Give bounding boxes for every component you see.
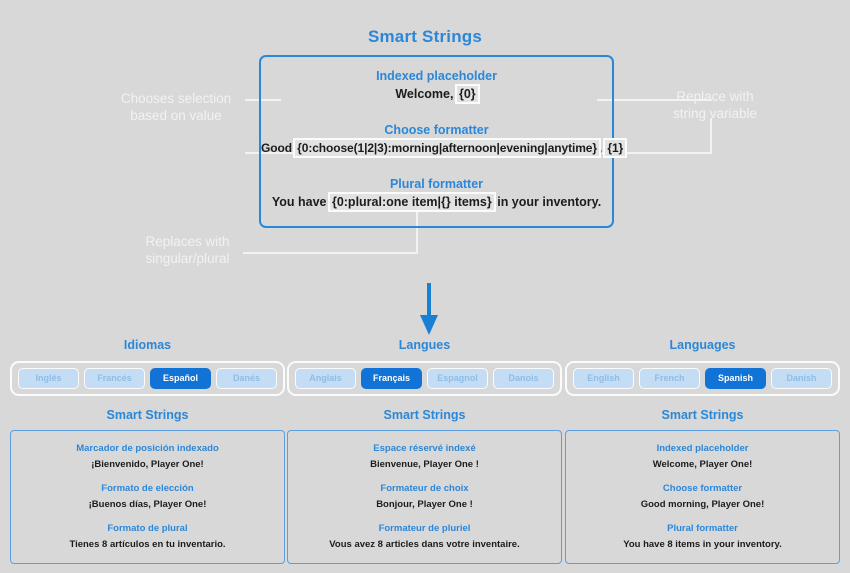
demo-row-indexed-placeholder: Indexed placeholder Welcome, {0} (261, 69, 612, 104)
demo-string-choose-formatter: Good {0:choose(1|2|3):morning|afternoon|… (261, 138, 628, 158)
connector-right-top (597, 99, 712, 101)
smart-strings-demo-box: Indexed placeholder Welcome, {0} Choose … (259, 55, 628, 228)
language-pill-fr-1[interactable]: Français (361, 368, 422, 389)
result-block-es-2: Formato de plural Tienes 8 artículos en … (21, 523, 274, 550)
result-label-en-2: Plural formatter (667, 523, 738, 534)
result-label-en-1: Choose formatter (662, 483, 743, 494)
result-value-fr-0: Bienvenue, Player One ! (370, 459, 479, 470)
result-label-fr-0: Espace réservé indexé (373, 443, 476, 454)
connector-left-top-2 (245, 152, 295, 154)
result-block-fr-1: Formateur de choix Bonjour, Player One ! (298, 483, 551, 510)
demo-prefix-indexed: Welcome, (395, 87, 457, 101)
locale-heading-es: Idiomas (123, 338, 172, 352)
result-card-fr: Espace réservé indexé Bienvenue, Player … (287, 430, 562, 564)
result-value-fr-2: Vous avez 8 articles dans votre inventai… (329, 539, 520, 550)
demo-label-indexed-placeholder: Indexed placeholder (376, 69, 497, 83)
locale-panel-en: Languages English French Spanish Danish (565, 338, 840, 396)
demo-label-choose-formatter: Choose formatter (384, 123, 489, 137)
result-block-en-0: Indexed placeholder Welcome, Player One! (576, 443, 829, 470)
locale-panel-fr: Langues Anglais Français Espagnol Danois (287, 338, 562, 396)
demo-row-plural-formatter: Plural formatter You have {0:plural:one … (261, 177, 612, 212)
result-label-fr-2: Formateur de pluriel (378, 523, 471, 534)
result-value-es-1: ¡Buenos días, Player One! (88, 499, 207, 510)
language-pill-fr-3[interactable]: Danois (493, 368, 554, 389)
demo-prefix-plural: You have (271, 195, 330, 209)
result-card-es: Marcador de posición indexado ¡Bienvenid… (10, 430, 285, 564)
language-pill-en-3[interactable]: Danish (771, 368, 832, 389)
result-label-es-0: Marcador de posición indexado (76, 443, 219, 454)
language-pill-fr-0[interactable]: Anglais (295, 368, 356, 389)
demo-separator-choose: , (598, 141, 606, 155)
demo-string-plural-formatter: You have {0:plural:one item|{} items} in… (261, 192, 612, 212)
demo-token-choose: {0:choose(1|2|3):morning|afternoon|eveni… (293, 138, 601, 158)
result-block-fr-0: Espace réservé indexé Bienvenue, Player … (298, 443, 551, 470)
annotation-chooses-selection: Chooses selection based on value (120, 91, 232, 123)
annotation-replaces-singular-plural: Replaces with singular/plural (145, 234, 230, 266)
result-label-es-2: Formato de plural (107, 523, 188, 534)
locale-heading-en: Languages (669, 338, 736, 352)
result-block-en-2: Plural formatter You have 8 items in you… (576, 523, 829, 550)
result-value-es-2: Tienes 8 artículos en tu inventario. (69, 539, 226, 550)
language-switcher-es[interactable]: Inglés Francés Español Danés (10, 361, 285, 396)
demo-suffix-plural: in your inventory. (493, 195, 602, 209)
card-title-fr: Smart Strings (383, 408, 466, 422)
result-label-fr-1: Formateur de choix (380, 483, 469, 494)
demo-token-plural: {0:plural:one item|{} items} (327, 192, 496, 212)
result-block-es-1: Formato de elección ¡Buenos días, Player… (21, 483, 274, 510)
result-block-fr-2: Formateur de pluriel Vous avez 8 article… (298, 523, 551, 550)
language-pill-en-2[interactable]: Spanish (705, 368, 766, 389)
demo-prefix-choose: Good (261, 141, 296, 155)
language-pill-es-3[interactable]: Danés (216, 368, 277, 389)
result-value-en-2: You have 8 items in your inventory. (623, 539, 782, 550)
result-card-wrap-es: Smart Strings Marcador de posición index… (10, 408, 285, 564)
connector-left-bottom (243, 252, 418, 254)
demo-token-indexed: {0} (454, 84, 480, 104)
result-card-wrap-fr: Smart Strings Espace réservé indexé Bien… (287, 408, 562, 564)
language-pill-en-1[interactable]: French (639, 368, 700, 389)
connector-left-bottom-vertical (416, 210, 418, 253)
result-block-en-1: Choose formatter Good morning, Player On… (576, 483, 829, 510)
result-label-es-1: Formato de elección (101, 483, 194, 494)
card-title-en: Smart Strings (661, 408, 744, 422)
annotation-replace-with-string-variable: Replace with string variable (672, 89, 758, 121)
connector-right-vertical (710, 118, 712, 154)
result-label-en-0: Indexed placeholder (656, 443, 749, 454)
language-pill-es-0[interactable]: Inglés (18, 368, 79, 389)
demo-string-indexed-placeholder: Welcome, {0} (261, 84, 612, 104)
language-pill-en-0[interactable]: English (573, 368, 634, 389)
connector-right-bottom (600, 152, 712, 154)
page-title: Smart Strings (367, 27, 483, 46)
result-block-es-0: Marcador de posición indexado ¡Bienvenid… (21, 443, 274, 470)
result-card-wrap-en: Smart Strings Indexed placeholder Welcom… (565, 408, 840, 564)
result-value-en-0: Welcome, Player One! (652, 459, 753, 470)
language-switcher-en[interactable]: English French Spanish Danish (565, 361, 840, 396)
language-pill-fr-2[interactable]: Espagnol (427, 368, 488, 389)
result-card-en: Indexed placeholder Welcome, Player One!… (565, 430, 840, 564)
result-value-es-0: ¡Bienvenido, Player One! (91, 459, 204, 470)
language-pill-es-2[interactable]: Español (150, 368, 211, 389)
down-arrow-icon (420, 283, 438, 335)
locale-panel-es: Idiomas Inglés Francés Español Danés (10, 338, 285, 396)
locale-heading-fr: Langues (398, 338, 451, 352)
connector-left-top (245, 99, 281, 101)
demo-label-plural-formatter: Plural formatter (389, 177, 484, 191)
result-value-fr-1: Bonjour, Player One ! (376, 499, 473, 510)
language-pill-es-1[interactable]: Francés (84, 368, 145, 389)
result-value-en-1: Good morning, Player One! (640, 499, 765, 510)
card-title-es: Smart Strings (106, 408, 189, 422)
demo-token-choose-arg: {1} (603, 138, 628, 158)
demo-row-choose-formatter: Choose formatter Good {0:choose(1|2|3):m… (261, 123, 628, 158)
language-switcher-fr[interactable]: Anglais Français Espagnol Danois (287, 361, 562, 396)
